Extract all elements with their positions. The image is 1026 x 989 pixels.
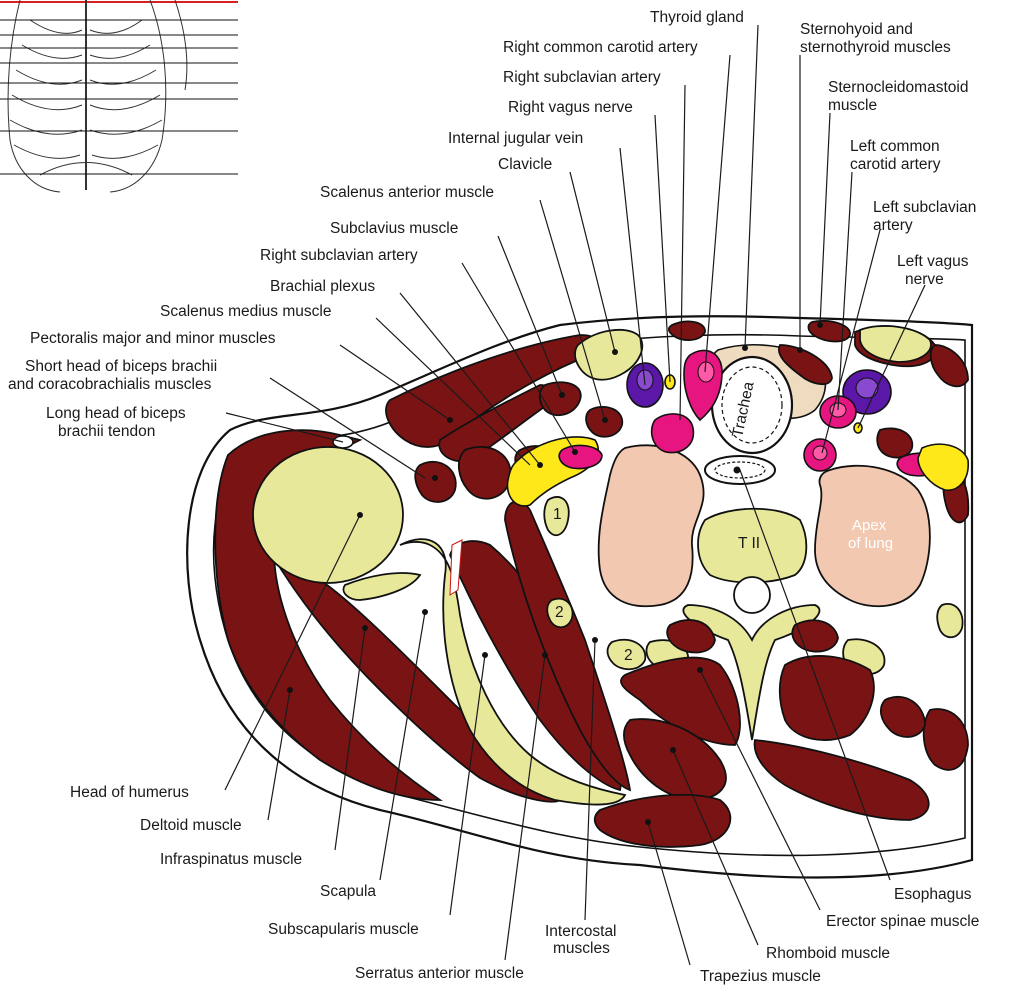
label-right-common-carotid: Right common carotid artery [503, 39, 698, 56]
label-scapula: Scapula [320, 883, 376, 900]
label-esophagus: Esophagus [894, 886, 972, 903]
ribcage-thumbnail [0, 0, 238, 192]
label-left-vagus-2: nerve [905, 271, 944, 288]
rib-1-label: 1 [553, 506, 562, 523]
apex-label-2: of lung [848, 535, 893, 552]
label-left-cca-1: Left common [850, 138, 940, 155]
label-right-subclavian-top: Right subclavian artery [503, 69, 661, 86]
label-scm-1: Sternocleidomastoid [828, 79, 968, 96]
label-deltoid: Deltoid muscle [140, 817, 242, 834]
spinal-canal [734, 577, 770, 613]
label-subscapularis: Subscapularis muscle [268, 921, 419, 938]
label-left-cca-2: carotid artery [850, 156, 941, 173]
label-short-head-1: Short head of biceps brachii [25, 358, 217, 375]
left-ijv-lumen [856, 378, 878, 398]
label-intercostal-2: muscles [553, 940, 610, 957]
label-thyroid: Thyroid gland [650, 9, 744, 26]
vertebra-label: T II [738, 535, 760, 552]
label-pectoralis: Pectoralis major and minor muscles [30, 330, 276, 347]
label-scm-2: muscle [828, 97, 877, 114]
label-serratus: Serratus anterior muscle [355, 965, 524, 982]
apex-label-1: Apex [852, 517, 887, 534]
label-right-subclavian-mid: Right subclavian artery [260, 247, 418, 264]
label-erector: Erector spinae muscle [826, 913, 979, 930]
label-head-humerus: Head of humerus [70, 784, 189, 801]
label-scalenus-medius: Scalenus medius muscle [160, 303, 331, 320]
label-internal-jugular: Internal jugular vein [448, 130, 583, 147]
label-rhomboid: Rhomboid muscle [766, 945, 890, 962]
rib-2a-label: 2 [555, 604, 564, 621]
label-long-head-1: Long head of biceps [46, 405, 186, 422]
label-right-vagus: Right vagus nerve [508, 99, 633, 116]
label-brachial-plexus: Brachial plexus [270, 278, 375, 295]
left-subclavian-lumen [813, 446, 827, 460]
label-sternohyoid-2: sternothyroid muscles [800, 39, 951, 56]
right-subclavian-artery-shape [652, 414, 694, 453]
label-left-subclavian-1: Left subclavian [873, 199, 976, 216]
label-scalenus-anterior: Scalenus anterior muscle [320, 184, 494, 201]
label-clavicle: Clavicle [498, 156, 552, 173]
label-left-vagus-1: Left vagus [897, 253, 969, 270]
left-scalene-shape [877, 428, 912, 457]
label-sternohyoid-1: Sternohyoid and [800, 21, 913, 38]
label-short-head-2: and coracobrachialis muscles [8, 376, 212, 393]
rib-2b-label: 2 [624, 647, 633, 664]
label-intercostal-1: Intercostal [545, 923, 617, 940]
label-trapezius: Trapezius muscle [700, 968, 821, 985]
right-lung-shape [599, 445, 704, 606]
label-subclavius: Subclavius muscle [330, 220, 458, 237]
label-infraspinatus: Infraspinatus muscle [160, 851, 302, 868]
humerus-head-shape [253, 447, 403, 583]
right-subclavian-lateral-shape [559, 445, 602, 468]
esophagus-lumen [734, 467, 741, 474]
label-left-subclavian-2: artery [873, 217, 913, 234]
erector-spinae-deep-right-shape [792, 620, 838, 651]
label-long-head-2: brachii tendon [58, 423, 155, 440]
rib-right-lat-shape [937, 604, 962, 637]
